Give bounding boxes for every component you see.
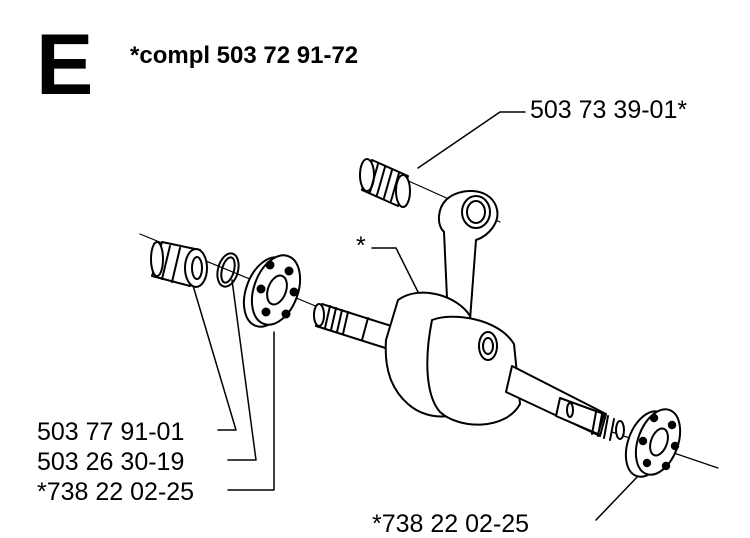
section-letter: E: [36, 17, 94, 113]
needle-bearing: [359, 158, 411, 208]
crankshaft: [313, 189, 625, 441]
right-ball-bearing: [624, 408, 682, 478]
sleeve: [150, 241, 208, 288]
leader-needle-bearing: [417, 111, 526, 169]
callout-crankshaft: *: [356, 232, 366, 260]
o-ring: [216, 252, 240, 288]
leader-crankshaft: [371, 247, 423, 301]
leader-oring: [227, 279, 257, 461]
left-ball-bearing: [242, 254, 302, 328]
callout-left-ball-bearing: *738 22 02-25: [37, 478, 195, 506]
leader-lines: [185, 111, 641, 521]
parts-diagram: E *compl 503 72 91-72: [36, 17, 719, 538]
callout-right-ball-bearing: *738 22 02-25: [372, 510, 530, 538]
leader-sleeve: [185, 261, 237, 431]
leader-left-bearing: [227, 331, 275, 491]
callout-needle-bearing: 503 73 39-01*: [530, 96, 688, 124]
assembly-title: *compl 503 72 91-72: [130, 42, 359, 69]
callout-sleeve: 503 77 91-01: [37, 418, 185, 446]
exploded-drawing: [139, 111, 719, 521]
callout-oring: 503 26 30-19: [37, 448, 185, 476]
leader-right-bearing: [595, 473, 641, 521]
